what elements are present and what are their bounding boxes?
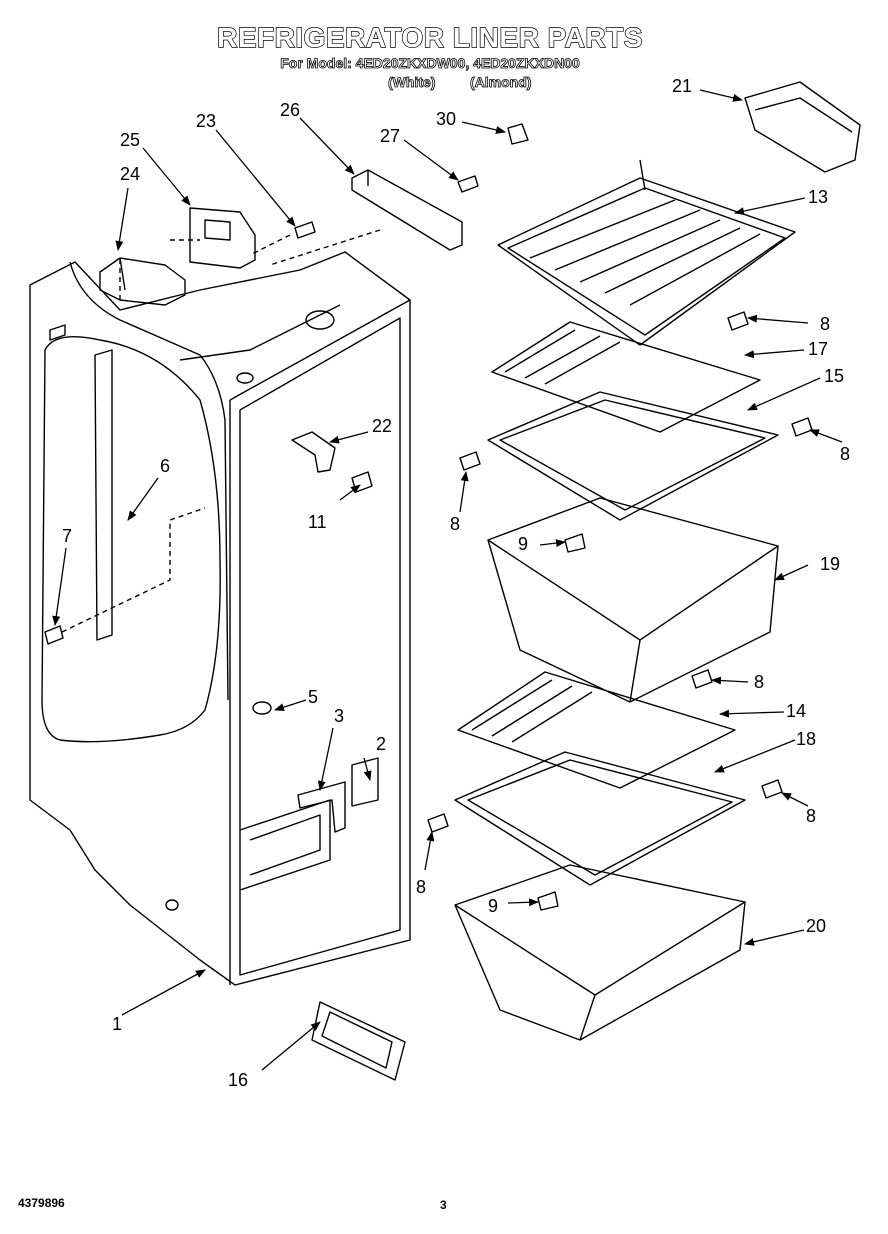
callout-30: 30 (436, 109, 456, 129)
callout-9b: 9 (488, 896, 498, 916)
color-almond-label: (Almond) (470, 74, 532, 91)
callout-8c: 8 (450, 514, 460, 534)
callout-8e: 8 (806, 806, 816, 826)
page-title: REFRIGERATOR LINER PARTS (216, 21, 643, 53)
callout-11: 11 (308, 512, 327, 532)
leader-lines (52, 89, 843, 1071)
callout-5: 5 (308, 687, 318, 707)
part-13-wire-shelf (497, 159, 796, 346)
model-line: For Model: 4ED20ZKXDW00, 4ED20ZKXDN00 (280, 55, 580, 72)
liner-cabinet (29, 251, 411, 986)
callout-13: 13 (808, 187, 828, 207)
part-27-screw (457, 175, 479, 193)
part-21-bin (744, 81, 861, 173)
callout-8b: 8 (840, 444, 850, 464)
part-17-glass-shelf (491, 321, 761, 433)
part-20-crisper-drawer (454, 864, 746, 1041)
part-30-clip (507, 123, 529, 145)
part-5-plug (252, 701, 272, 715)
callout-22: 22 (372, 416, 392, 436)
callout-labels: 1 2 3 5 6 7 11 22 13 8 17 15 8 8 9 19 8 … (62, 76, 850, 1090)
callout-9a: 9 (518, 534, 528, 554)
callout-21: 21 (672, 76, 692, 96)
callout-8f: 8 (416, 877, 426, 897)
callout-7: 7 (62, 526, 72, 546)
part-19-crisper-drawer (487, 497, 779, 703)
callout-23: 23 (196, 111, 216, 131)
callout-17: 17 (808, 339, 828, 359)
callout-16: 16 (228, 1070, 248, 1090)
shelf-supports (427, 311, 813, 911)
doc-number: 4379896 (18, 1196, 65, 1210)
part-23-screw (294, 221, 316, 239)
callout-3: 3 (334, 706, 344, 726)
part-15-frame (487, 391, 779, 521)
callout-19: 19 (820, 554, 840, 574)
color-white-label: (White) (388, 74, 436, 91)
callout-20: 20 (806, 916, 826, 936)
callout-27: 27 (380, 126, 400, 146)
callout-6: 6 (160, 456, 170, 476)
callout-26: 26 (280, 100, 300, 120)
part-2-tab (351, 757, 379, 807)
part-3-bracket (297, 781, 346, 833)
callout-18: 18 (796, 729, 816, 749)
part-26-rail (351, 169, 463, 251)
callout-15: 15 (824, 366, 844, 386)
assembly-guides (61, 229, 381, 633)
part-16-frame (311, 1001, 406, 1081)
callout-8d: 8 (754, 672, 764, 692)
part-7-screw (44, 625, 64, 645)
callout-1: 1 (112, 1014, 122, 1034)
callout-24: 24 (120, 164, 140, 184)
callout-14: 14 (786, 701, 806, 721)
part-14-glass-shelf (457, 671, 736, 789)
page-number: 3 (440, 1198, 447, 1212)
callout-25: 25 (120, 130, 140, 150)
part-25-bracket (189, 207, 256, 269)
part-18-frame (454, 751, 746, 886)
part-24-housing (99, 257, 186, 306)
callout-2: 2 (376, 734, 386, 754)
part-22-bracket (291, 431, 336, 473)
callout-8a: 8 (820, 314, 830, 334)
